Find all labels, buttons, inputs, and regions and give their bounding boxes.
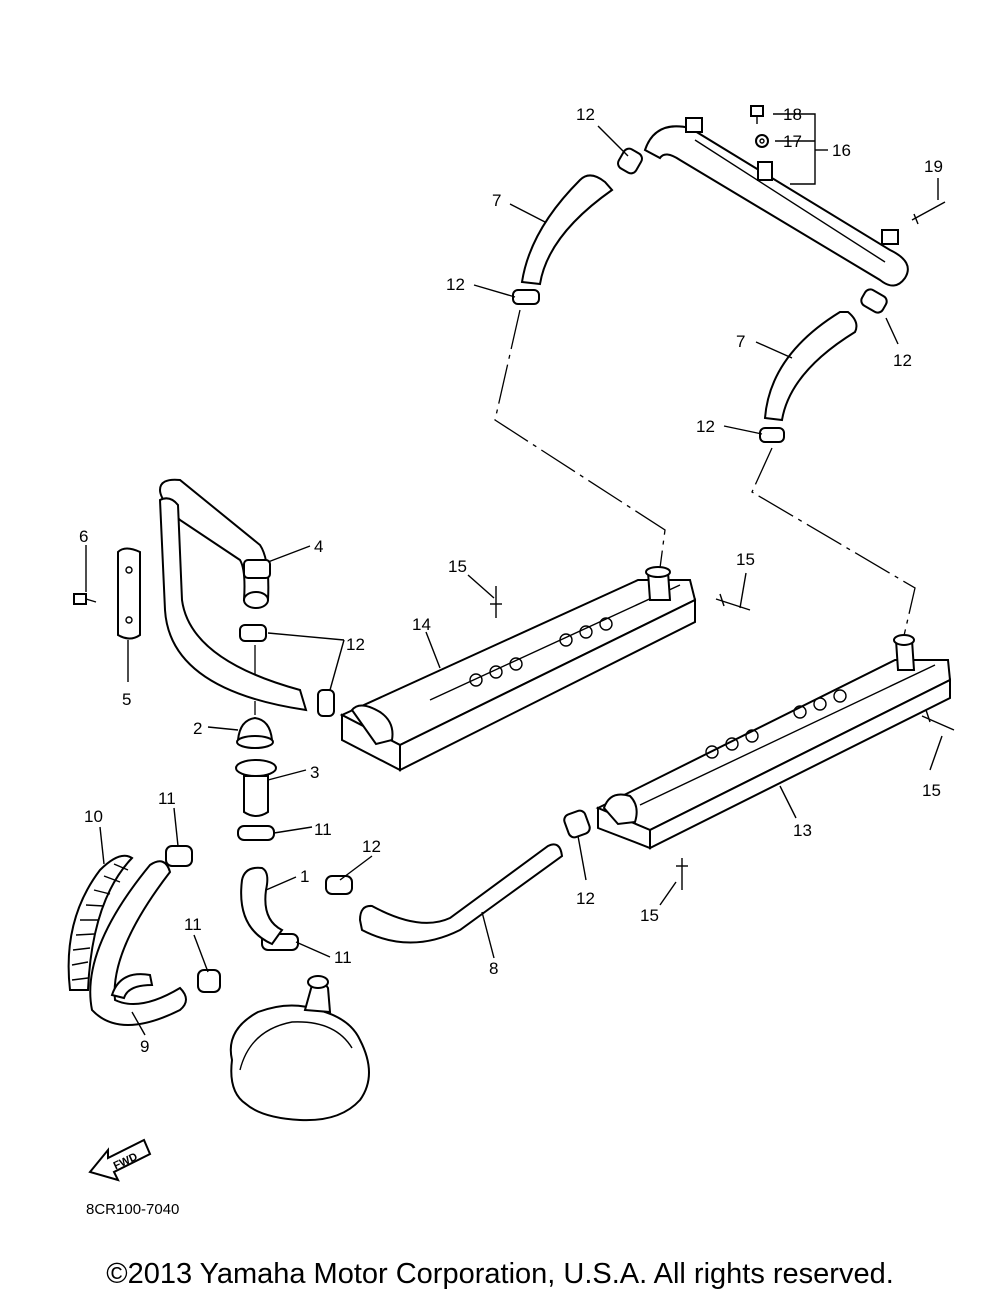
thermostat-cover-2 <box>236 716 274 749</box>
callout-15: 15 <box>922 781 941 800</box>
clamp-12-b <box>512 289 540 305</box>
clamp-11-a <box>237 825 275 841</box>
leader-lines <box>85 125 943 1036</box>
callout-12: 12 <box>696 417 715 436</box>
cross-pipe-assembly <box>643 117 909 287</box>
clamp-12-g <box>563 809 591 839</box>
rivet-15-c <box>921 709 955 731</box>
hose-4 <box>158 478 308 712</box>
parts-diagram: FWD 18 17 16 19 <box>67 105 955 1218</box>
callout-12: 12 <box>362 837 381 856</box>
callout-11: 11 <box>314 820 332 839</box>
callout-15: 15 <box>448 557 467 576</box>
callout-2: 2 <box>193 719 202 738</box>
hose-7-upper <box>520 174 614 286</box>
callout-13: 13 <box>793 821 812 840</box>
clamp-11-c <box>197 969 221 993</box>
clamp-12-e <box>317 689 335 717</box>
callout-7: 7 <box>736 332 745 351</box>
callout-9: 9 <box>140 1037 149 1056</box>
callout-3: 3 <box>310 763 319 782</box>
callout-11: 11 <box>334 948 352 967</box>
callout-10: 10 <box>84 807 103 826</box>
callout-12: 12 <box>576 889 595 908</box>
callout-15: 15 <box>736 550 755 569</box>
clamp-12-c <box>860 288 888 314</box>
hose-8 <box>358 843 564 944</box>
heat-exchanger-14 <box>339 566 697 772</box>
water-pump-housing <box>229 975 370 1122</box>
callout-11: 11 <box>184 915 202 934</box>
hose-1 <box>240 866 284 946</box>
callout-16: 16 <box>832 141 851 160</box>
callout-6: 6 <box>79 527 88 546</box>
fwd-arrow-icon: FWD <box>88 1138 152 1182</box>
callout-12: 12 <box>576 105 595 124</box>
copyright-notice: ©2013 Yamaha Motor Corporation, U.S.A. A… <box>106 1258 894 1290</box>
rivet-15-a <box>490 586 502 618</box>
rivet-19 <box>911 178 946 225</box>
rivet-15-b <box>715 593 751 611</box>
clamp-12-f <box>325 875 353 895</box>
callout-labels: 18 17 16 19 12 7 12 12 7 12 4 6 5 12 15 … <box>79 105 943 1218</box>
callout-19: 19 <box>924 157 943 176</box>
clamp-12-a <box>617 147 643 175</box>
callout-11: 11 <box>158 789 176 808</box>
bolt-18 <box>750 105 764 124</box>
callout-18: 18 <box>783 105 802 124</box>
callout-12: 12 <box>893 351 912 370</box>
callout-12: 12 <box>346 635 365 654</box>
bolt-6 <box>73 593 97 605</box>
clamp-12-d <box>759 427 785 443</box>
callout-4: 4 <box>314 537 323 556</box>
hose-10 <box>67 854 134 991</box>
heat-exchanger-13 <box>595 634 952 850</box>
thermostat-3 <box>235 759 277 817</box>
clamp-11-b <box>165 845 193 867</box>
clamp-12-h <box>239 624 267 642</box>
callout-1: 1 <box>300 867 309 886</box>
callout-7: 7 <box>492 191 501 210</box>
washer-17 <box>755 134 769 148</box>
hose-9 <box>89 860 187 1026</box>
callout-15: 15 <box>640 906 659 925</box>
callout-5: 5 <box>122 690 131 709</box>
hose-7-lower <box>763 311 858 422</box>
callout-12: 12 <box>446 275 465 294</box>
rivet-15-d <box>676 858 688 890</box>
part-number: 8CR100-7040 <box>86 1201 179 1218</box>
callout-17: 17 <box>783 132 802 151</box>
bracket-5 <box>117 547 141 640</box>
callout-14: 14 <box>412 615 431 634</box>
callout-8: 8 <box>489 959 498 978</box>
